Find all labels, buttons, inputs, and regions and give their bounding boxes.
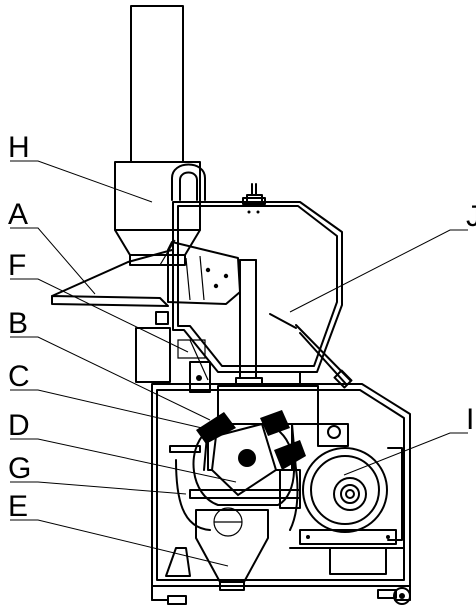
discharge-hopper [195, 507, 269, 591]
label-j: J [466, 200, 476, 233]
label-g: G [8, 452, 31, 485]
label-i: I [466, 403, 474, 436]
gas-spring [269, 313, 353, 389]
label-b: B [8, 307, 28, 340]
casters [167, 587, 411, 605]
label-e: E [8, 490, 28, 523]
label-h: H [8, 131, 30, 164]
motor [289, 423, 403, 545]
label-d: D [8, 409, 30, 442]
feed-tray [51, 241, 241, 307]
label-c: C [8, 360, 30, 393]
vertical-duct [114, 5, 201, 266]
label-a: A [8, 198, 28, 231]
main-hopper [172, 183, 343, 385]
leader-lines [10, 160, 468, 567]
label-f: F [8, 249, 26, 282]
support-column [135, 311, 211, 393]
curved-pipe [171, 163, 206, 201]
